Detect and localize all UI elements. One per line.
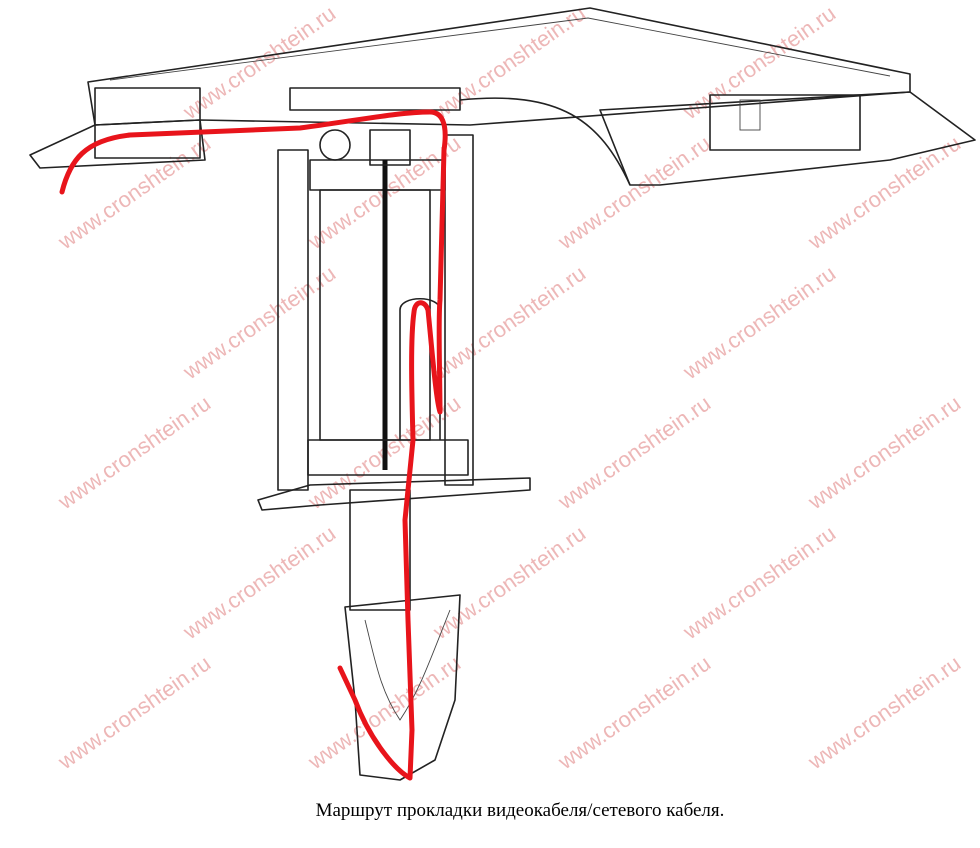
watermark-text: www.cronshtein.ru: [553, 651, 715, 775]
watermark-text: www.cronshtein.ru: [178, 261, 340, 385]
watermark-text: www.cronshtein.ru: [678, 261, 840, 385]
watermark-text: www.cronshtein.ru: [178, 1, 340, 125]
lift-frame: [257, 129, 531, 781]
watermark-text: www.cronshtein.ru: [178, 521, 340, 645]
watermark-text: www.cronshtein.ru: [53, 651, 215, 775]
ceiling-plate: [29, 7, 976, 186]
cable-route: [59, 109, 448, 781]
watermark-text: www.cronshtein.ru: [428, 1, 590, 125]
watermark-text: www.cronshtein.ru: [428, 521, 590, 645]
watermark-text: www.cronshtein.ru: [678, 1, 840, 125]
watermark-text: www.cronshtein.ru: [678, 521, 840, 645]
watermark-text: www.cronshtein.ru: [803, 131, 965, 255]
watermark-text: www.cronshtein.ru: [803, 651, 965, 775]
watermark-text: www.cronshtein.ru: [553, 391, 715, 515]
figure-caption: Маршрут прокладки видеокабеля/сетевого к…: [315, 800, 725, 821]
watermark-text: www.cronshtein.ru: [803, 391, 965, 515]
watermark-text: www.cronshtein.ru: [53, 131, 215, 255]
watermark-text: www.cronshtein.ru: [53, 391, 215, 515]
watermark-text: www.cronshtein.ru: [428, 261, 590, 385]
watermark-text: www.cronshtein.ru: [553, 131, 715, 255]
